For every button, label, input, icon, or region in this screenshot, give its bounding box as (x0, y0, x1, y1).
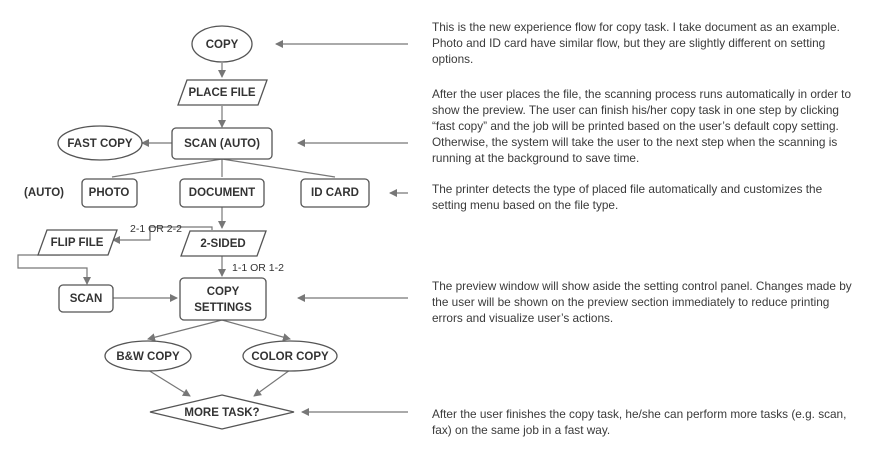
edge-label-2-1-or-2-2: 2-1 OR 2-2 (130, 223, 182, 235)
line-scan-to-id-card (221, 158, 336, 178)
copy-settings-label-line2: SETTINGS (194, 302, 252, 314)
node-copy: COPY (191, 25, 253, 63)
node-document: DOCUMENT (179, 178, 265, 208)
edge-label-1-1-or-1-2: 1-1 OR 1-2 (232, 262, 284, 274)
arrow-color-copy-to-more-task (253, 369, 291, 397)
arrow-settings-to-color-copy (221, 319, 291, 341)
note-pointers (275, 40, 408, 416)
connectors (17, 63, 336, 397)
node-id-card: ID CARD (300, 178, 370, 208)
note-scan: After the user places the file, the scan… (432, 87, 852, 165)
photo-box (81, 178, 138, 208)
photo-label: PHOTO (89, 187, 130, 199)
document-box (179, 178, 265, 208)
arrow-bw-copy-to-more-task (147, 369, 191, 397)
line-scan-to-photo (111, 158, 223, 178)
id-card-label: ID CARD (311, 187, 359, 199)
scan-auto-box (171, 127, 273, 160)
color-copy-label: COLOR COPY (251, 351, 329, 363)
node-color-copy: COLOR COPY (242, 340, 338, 372)
more-task-label: MORE TASK? (184, 407, 259, 419)
node-flip-file: FLIP FILE (37, 229, 118, 256)
id-card-box (300, 178, 370, 208)
copy-settings-label-line1: COPY (207, 286, 240, 298)
more-task-diamond (149, 394, 295, 430)
node-photo: PHOTO (81, 178, 138, 208)
arrow-settings-to-bw-copy (147, 319, 223, 342)
note-copy: This is the new experience flow for copy… (432, 20, 840, 66)
document-label: DOCUMENT (189, 187, 255, 199)
place-file-label: PLACE FILE (188, 87, 255, 99)
place-file-parallelogram (177, 79, 268, 106)
node-more-task: MORE TASK? (149, 394, 295, 430)
2-sided-parallelogram (180, 230, 267, 257)
note-more-task: After the user finishes the copy task, h… (432, 407, 847, 437)
scan-auto-label: SCAN (AUTO) (184, 138, 260, 150)
bw-copy-ellipse (104, 340, 192, 372)
2-sided-label: 2-SIDED (200, 238, 245, 250)
flip-file-parallelogram (37, 229, 118, 256)
node-bw-copy: B&W COPY (104, 340, 192, 372)
arrow-2-sided-to-flip-file (112, 226, 213, 244)
node-copy-settings: COPY SETTINGS (179, 277, 267, 321)
copy-settings-box (179, 277, 267, 321)
node-scan: SCAN (58, 284, 114, 313)
fast-copy-label: FAST COPY (67, 138, 133, 150)
scan-box (58, 284, 114, 313)
color-copy-ellipse (242, 340, 338, 372)
scan-label: SCAN (70, 293, 103, 305)
note-preview: The preview window will show aside the s… (432, 279, 852, 325)
note-file-type: The printer detects the type of placed f… (432, 182, 823, 212)
bw-copy-label: B&W COPY (116, 351, 180, 363)
node-fast-copy: FAST COPY (57, 125, 143, 161)
node-scan-auto: SCAN (AUTO) (171, 127, 273, 160)
auto-label: (AUTO) (24, 187, 64, 199)
flip-file-label: FLIP FILE (51, 237, 104, 249)
arrow-flip-file-to-scan (17, 254, 91, 285)
fast-copy-ellipse (57, 125, 143, 161)
copy-ellipse (191, 25, 253, 63)
node-2-sided: 2-SIDED (180, 230, 267, 257)
node-place-file: PLACE FILE (177, 79, 268, 106)
copy-label: COPY (206, 39, 239, 51)
